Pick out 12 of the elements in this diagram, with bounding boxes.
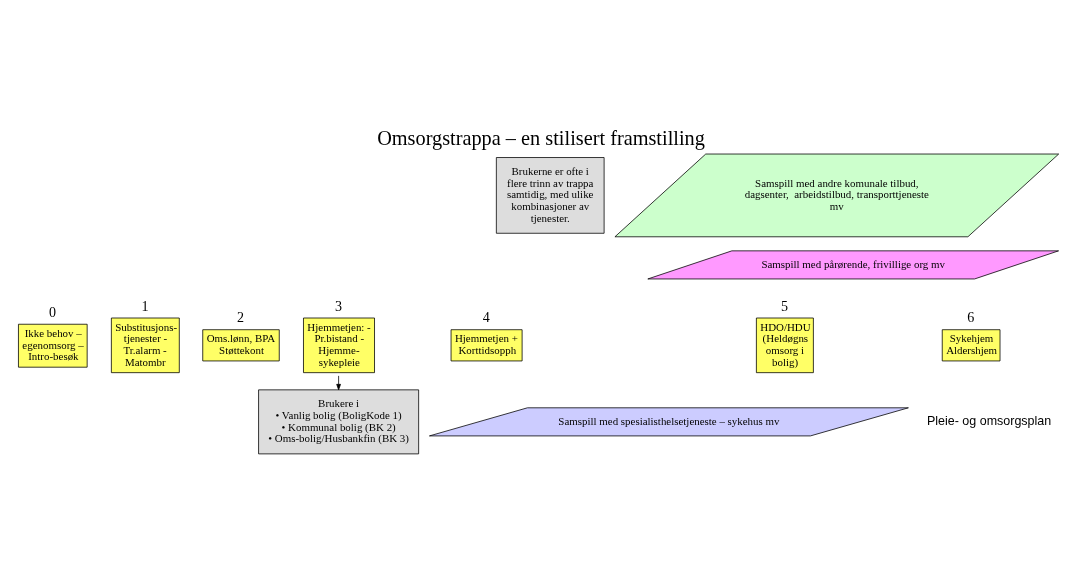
node-label: 4	[482, 308, 490, 325]
node-label: 5	[780, 297, 789, 314]
node-label: 6	[967, 308, 975, 325]
node-label: 2	[237, 308, 245, 325]
node-label: 0	[48, 303, 56, 320]
node-label: 1	[141, 297, 149, 314]
node-label: 3	[335, 297, 343, 314]
diagram-title: Omsorgstrappa – en stilisert framstilling	[377, 125, 705, 148]
arrow	[336, 375, 341, 390]
node-box: Brukere i • Vanlig bolig (BoligKode 1) • Kommunal bolig (BK 2) • Oms-bolig/Husbankfin (BK 3)	[258, 388, 420, 454]
label: Pleie- og omsorgsplan	[926, 413, 1052, 428]
node-box: Brukerne er ofte i flere trinn av trappa samtidig, med ulike kombinasjoner av tjenester.	[495, 156, 605, 234]
